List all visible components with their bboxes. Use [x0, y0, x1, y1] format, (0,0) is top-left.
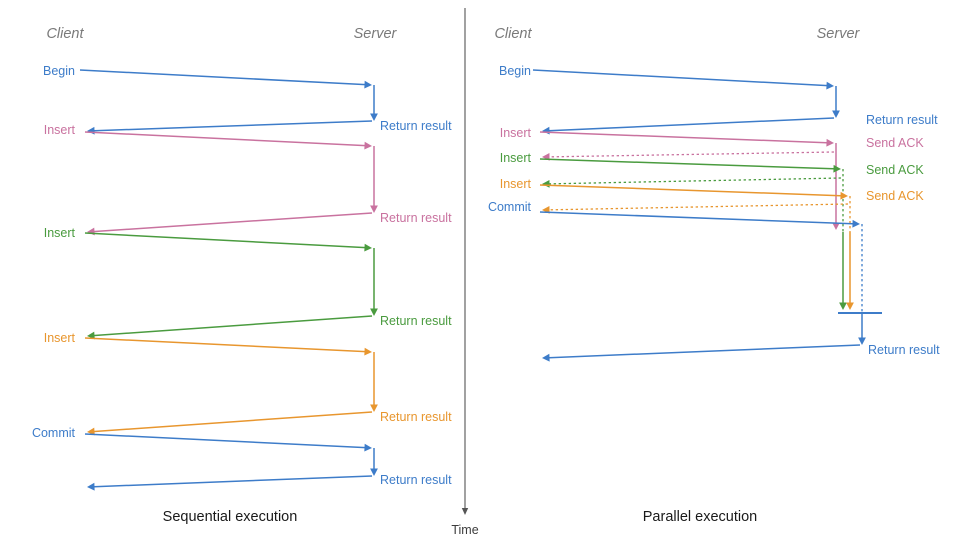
parallel-client-lane-header: Client	[494, 26, 532, 42]
sequential-insert3-processing	[370, 352, 378, 412]
sequential-begin-processing	[370, 85, 378, 121]
parallel-insert1-request	[539, 131, 834, 147]
sequential-insert1-processing	[370, 146, 378, 213]
sequential-client-label-1: Insert	[44, 123, 76, 137]
parallel-server-label-4: Return result	[868, 343, 940, 357]
sequential-caption: Sequential execution	[163, 509, 298, 525]
parallel-insert1-lifeline	[832, 143, 840, 230]
parallel-client-label-3: Insert	[500, 177, 532, 191]
sequential-commit-request	[84, 433, 372, 452]
parallel-caption: Parallel execution	[643, 509, 757, 525]
parallel-client-label-4: Commit	[488, 200, 532, 214]
parallel-insert2-work	[839, 232, 847, 310]
sequential-insert2-request	[84, 232, 372, 252]
parallel-insert3-ack	[542, 203, 849, 214]
parallel-server-lane-header: Server	[817, 26, 861, 42]
parallel-commit-processing	[858, 313, 866, 345]
sequential-server-label-2: Return result	[380, 314, 452, 328]
parallel-server-label-3: Send ACK	[866, 189, 924, 203]
parallel-begin-request	[532, 69, 834, 90]
parallel-client-label-2: Insert	[500, 151, 532, 165]
sequential-insert1-request	[84, 131, 372, 150]
parallel-commit-request	[539, 211, 860, 228]
sequential-commit-processing	[370, 448, 378, 476]
sequential-begin-request	[79, 69, 372, 89]
sequential-server-label-3: Return result	[380, 410, 452, 424]
parallel-server-label-1: Send ACK	[866, 136, 924, 150]
parallel-insert3-request	[539, 184, 848, 200]
sequential-client-label-2: Insert	[44, 226, 76, 240]
parallel-client-label-0: Begin	[499, 64, 531, 78]
sequential-server-label-1: Return result	[380, 211, 452, 225]
sequential-client-label-0: Begin	[43, 64, 75, 78]
sequential-insert3-return	[87, 411, 373, 436]
parallel-begin-return	[542, 117, 835, 135]
parallel-server-label-0: Return result	[866, 113, 938, 127]
sequential-insert3-request	[84, 337, 372, 356]
parallel-server-label-2: Send ACK	[866, 163, 924, 177]
parallel-commit-return	[542, 344, 861, 362]
parallel-insert3-work	[846, 232, 854, 310]
time-axis-arrowhead	[461, 508, 469, 515]
sequential-commit-return	[87, 475, 373, 491]
sequential-insert2-processing	[370, 248, 378, 316]
sequential-server-label-0: Return result	[380, 119, 452, 133]
sequential-client-label-4: Commit	[32, 426, 76, 440]
parallel-client-label-1: Insert	[500, 126, 532, 140]
sequential-insert1-return	[87, 212, 373, 236]
sequential-server-label-4: Return result	[380, 473, 452, 487]
sequential-client-label-3: Insert	[44, 331, 76, 345]
sequential-server-lane-header: Server	[354, 26, 398, 42]
sequential-insert2-return	[87, 315, 373, 340]
sequential-client-lane-header: Client	[46, 26, 84, 42]
time-axis-label: Time	[451, 523, 478, 537]
parallel-insert2-request	[539, 158, 841, 173]
sequential-begin-return	[87, 120, 373, 135]
parallel-begin-processing	[832, 86, 840, 118]
time-axis: Time	[451, 8, 479, 537]
parallel-insert1-ack	[542, 151, 835, 161]
